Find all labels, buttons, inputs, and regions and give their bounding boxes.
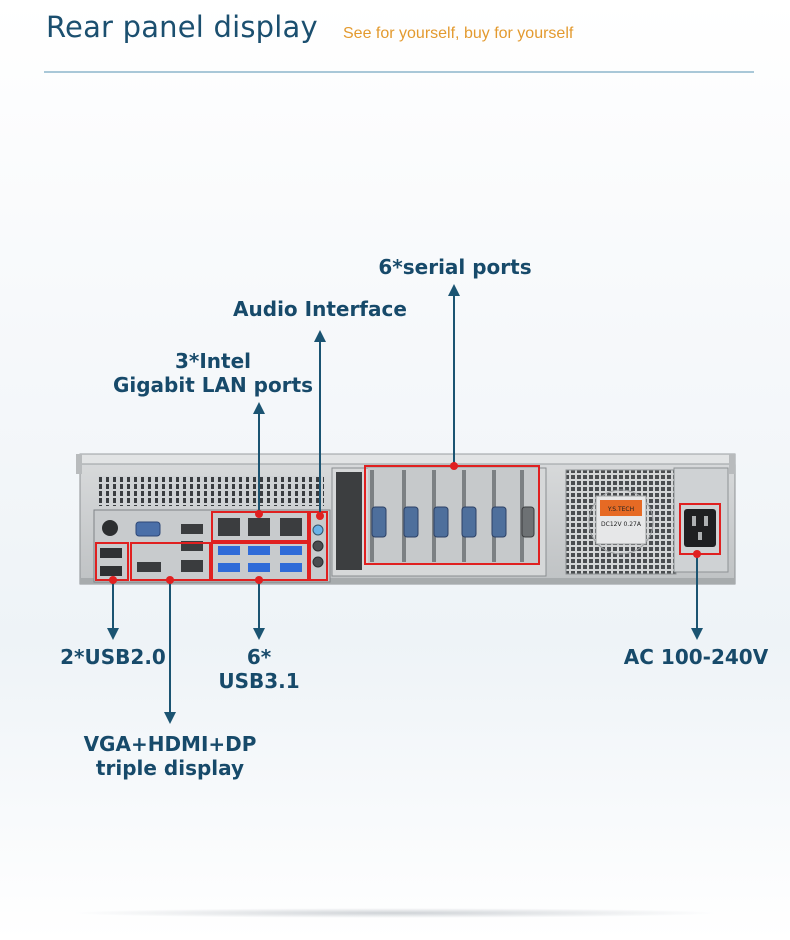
label-ac-power: AC 100-240V [623,645,769,669]
fan: Y.S.TECH DC12V 0.27A [565,469,677,575]
label-display: VGA+HDMI+DP triple display [83,732,257,780]
label-audio-interface: Audio Interface [233,297,407,321]
fan-label-brand: Y.S.TECH [607,506,634,513]
label-serial-ports: 6*serial ports [378,255,532,279]
serial-bay [331,467,547,577]
page-subtitle: See for yourself, buy for yourself [343,25,574,42]
highlight-audio [309,511,328,581]
label-usb2: 2*USB2.0 [60,645,166,669]
label-lan-ports: 3*Intel Gigabit LAN ports [112,349,314,397]
left-vent-grille [98,476,324,506]
header-divider [44,71,754,73]
label-usb3: 6* USB3.1 [218,645,300,693]
floor-shadow [70,908,720,918]
callouts [107,284,703,724]
anchor-dots [109,462,701,584]
fan-label-rating: DC12V 0.27A [601,521,642,528]
page-title: Rear panel display [46,10,318,44]
